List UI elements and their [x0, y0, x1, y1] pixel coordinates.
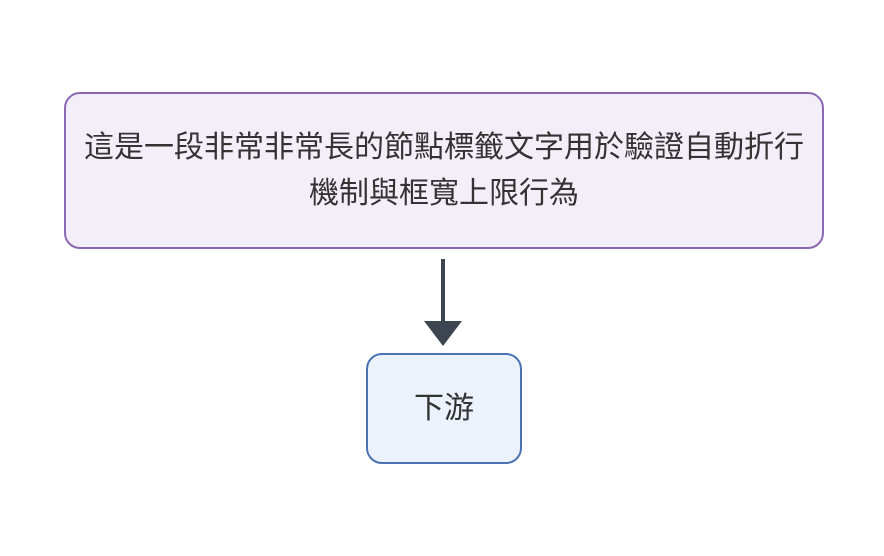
arrowhead-icon [424, 321, 462, 346]
node-downstream-label: 下游 [414, 390, 474, 426]
node-downstream[interactable]: 下游 [366, 353, 522, 464]
node-upstream-label: 這是一段非常非常長的節點標籤文字用於驗證自動折行機制與框寬上限行為 [84, 129, 804, 211]
node-upstream[interactable]: 這是一段非常非常長的節點標籤文字用於驗證自動折行機制與框寬上限行為 [64, 92, 824, 249]
